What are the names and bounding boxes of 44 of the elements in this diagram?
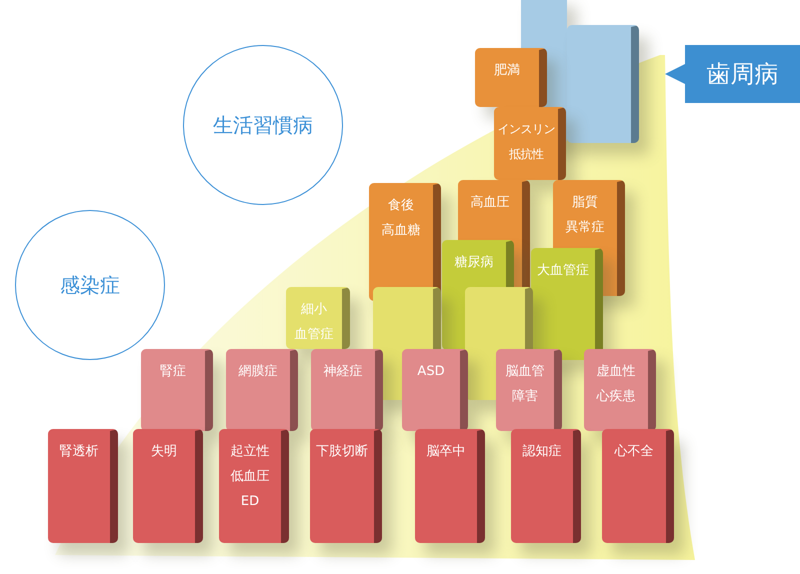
disease-block: [48, 429, 118, 543]
disease-block: [496, 349, 562, 431]
block-label: 腎透析: [58, 443, 100, 461]
block-label: 心不全: [613, 443, 654, 461]
block-label: 食後高血糖: [380, 197, 422, 240]
disease-block: [415, 429, 485, 543]
disease-block: [602, 429, 674, 543]
block-label: 脂質異常症: [564, 194, 606, 237]
disease-block: [402, 349, 468, 431]
block-label: 脳血管障害: [504, 363, 546, 406]
block-label: ASD: [416, 363, 446, 381]
empty-block: [567, 25, 639, 143]
disease-block: [494, 107, 566, 180]
block-label: 起立性低血圧: [230, 443, 270, 486]
disease-block: [219, 429, 289, 543]
disease-block: [531, 248, 603, 360]
block-label: 下肢切断: [315, 443, 369, 461]
block-label: 失明: [150, 443, 178, 461]
callout-label: 歯周病: [706, 59, 780, 90]
block-label: 肥満: [493, 62, 521, 80]
disease-block: [141, 349, 213, 431]
block-label: 大血管症: [536, 262, 590, 280]
block-label: 神経症: [322, 363, 364, 381]
block-label: 腎症: [159, 363, 187, 381]
block-label: 網膜症: [238, 363, 278, 381]
block-label: 虚血性心疾患: [595, 363, 636, 406]
callout-box: [665, 45, 800, 103]
disease-block: [311, 349, 383, 431]
disease-block: [133, 429, 203, 543]
block-label: 脳卒中: [426, 443, 466, 461]
disease-block: [584, 349, 656, 431]
block-label: インスリン抵抗性: [496, 121, 556, 163]
disease-block: [310, 429, 382, 543]
disease-block: [286, 287, 350, 349]
circle-label: 感染症: [60, 272, 120, 298]
block-label: ED: [240, 493, 260, 511]
disease-block: [226, 349, 298, 431]
disease-block: [475, 48, 547, 107]
block-label: 高血圧: [470, 194, 510, 212]
block-label: 糖尿病: [454, 254, 494, 272]
disease-block: [511, 429, 581, 543]
block-label: 細小血管症: [294, 301, 334, 344]
circle-label: 生活習慣病: [213, 112, 313, 138]
block-label: 認知症: [522, 443, 562, 461]
